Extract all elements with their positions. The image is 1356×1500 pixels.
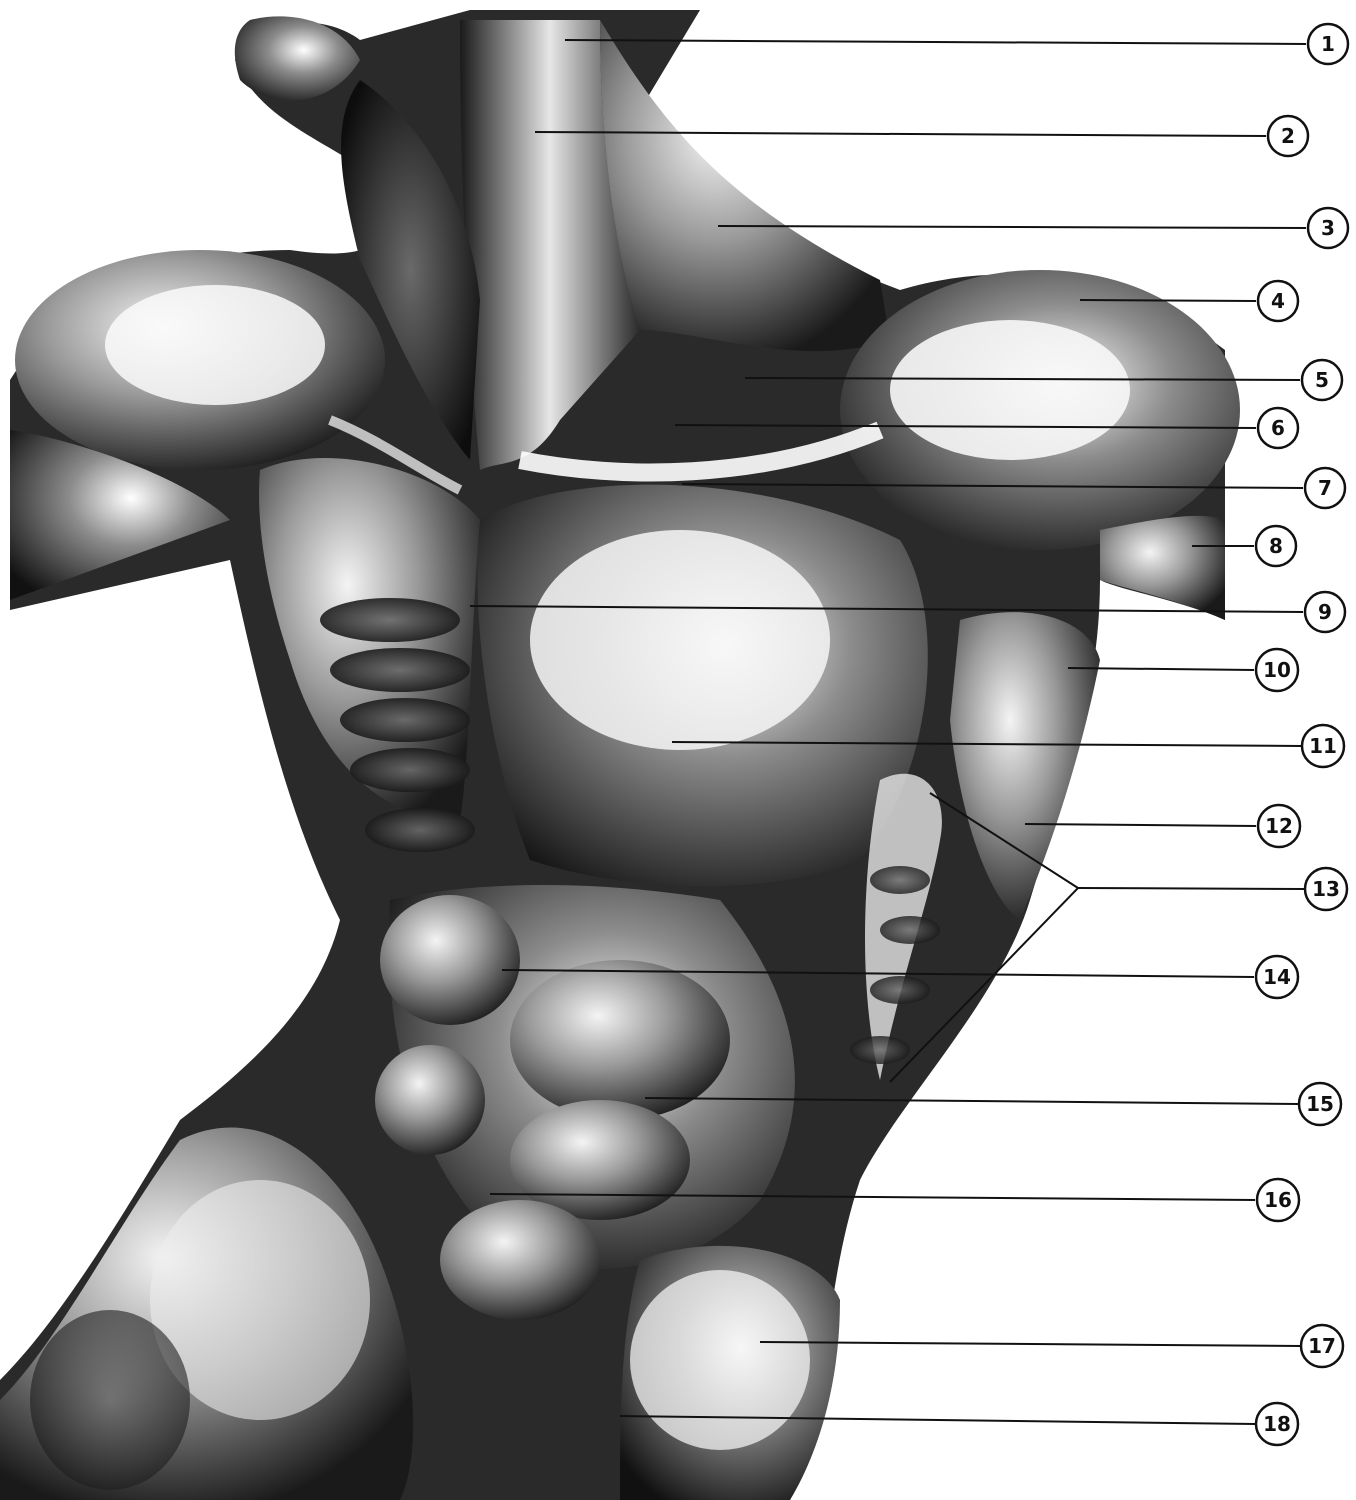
label-14: 14 (1256, 956, 1298, 998)
label-6: 6 (1258, 408, 1298, 448)
label-10-text: 10 (1263, 658, 1291, 682)
leader-line-13 (1078, 888, 1304, 889)
label-5: 5 (1302, 360, 1342, 400)
label-4-text: 4 (1271, 289, 1285, 313)
label-9: 9 (1305, 592, 1345, 632)
torso-illustration (0, 10, 1240, 1500)
label-3-text: 3 (1321, 216, 1335, 240)
label-2-text: 2 (1281, 124, 1295, 148)
label-16-text: 16 (1264, 1188, 1292, 1212)
label-1-text: 1 (1321, 32, 1335, 56)
label-17-text: 17 (1308, 1334, 1336, 1358)
label-13-text: 13 (1312, 877, 1340, 901)
label-8: 8 (1256, 526, 1296, 566)
label-14-text: 14 (1263, 965, 1291, 989)
label-10: 10 (1256, 649, 1298, 691)
leader-line-4 (1080, 300, 1256, 301)
label-17: 17 (1301, 1325, 1343, 1367)
label-7-text: 7 (1318, 476, 1332, 500)
label-7: 7 (1305, 468, 1345, 508)
label-13: 13 (1305, 868, 1347, 910)
label-12-text: 12 (1265, 814, 1293, 838)
label-2: 2 (1268, 116, 1308, 156)
label-9-text: 9 (1318, 600, 1332, 624)
label-15: 15 (1299, 1083, 1341, 1125)
label-6-text: 6 (1271, 416, 1285, 440)
label-5-text: 5 (1315, 368, 1329, 392)
label-15-text: 15 (1306, 1092, 1334, 1116)
label-8-text: 8 (1269, 534, 1283, 558)
label-3: 3 (1308, 208, 1348, 248)
label-16: 16 (1257, 1179, 1299, 1221)
leader-line-12 (1025, 824, 1256, 826)
label-4: 4 (1258, 281, 1298, 321)
label-1: 1 (1308, 24, 1348, 64)
label-12: 12 (1258, 805, 1300, 847)
label-11: 11 (1302, 725, 1344, 767)
label-11-text: 11 (1309, 734, 1337, 758)
leader-line-17 (760, 1342, 1300, 1346)
label-18: 18 (1256, 1403, 1298, 1445)
label-18-text: 18 (1263, 1412, 1291, 1436)
number-labels: 1 2 3 4 5 6 7 8 9 10 11 12 13 14 15 16 1… (1256, 24, 1348, 1445)
leader-line-3 (718, 226, 1306, 228)
